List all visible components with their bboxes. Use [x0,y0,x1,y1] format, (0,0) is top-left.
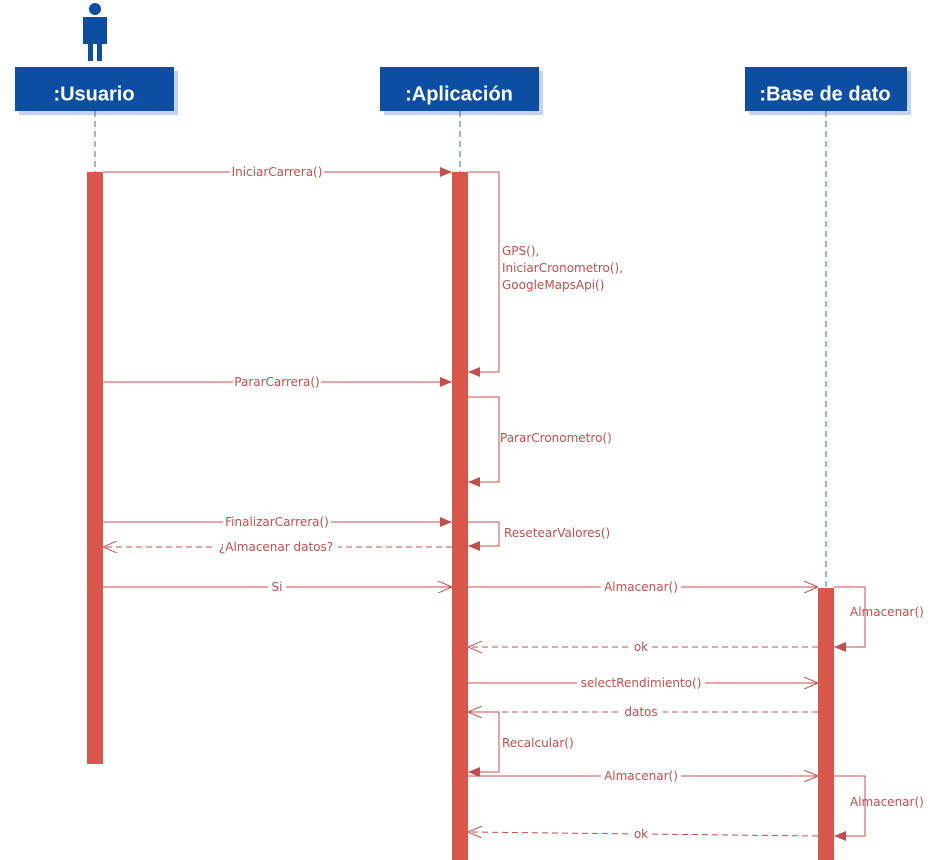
activation-aplicacion [452,172,468,860]
message-label: Almacenar() [604,580,678,594]
message-label: ResetearValores() [504,526,610,540]
activation-base-de-dato [818,588,834,860]
message-label: ok [634,640,648,654]
self-message-arrow [468,521,500,551]
self-message-arrow [468,396,500,487]
lifeline-label-usuario: :Usuario [53,83,134,105]
message-label: FinalizarCarrera() [225,515,329,529]
message-label: GoogleMapsApi() [502,278,604,292]
message-label: Almacenar() [850,795,924,809]
self-message-arrow [834,775,866,841]
message-label: ok [634,827,648,841]
lifeline-header-base-de-dato: :Base de dato [745,67,911,115]
message-label: selectRendimiento() [581,676,702,690]
message-label: datos [624,705,657,719]
message-label: Almacenar() [850,605,924,619]
lifeline-label-base-de-dato: :Base de dato [759,83,890,105]
self-message-arrow [468,711,500,777]
message-label: GPS(), [502,244,539,258]
message-label: Si [272,580,283,594]
message-label: ¿Almacenar datos? [219,540,333,554]
message-label: PararCronometro() [500,431,612,445]
activation-usuario [87,172,103,764]
message-label: Recalcular() [502,736,574,750]
lifeline-label-aplicacion: :Aplicación [405,83,513,105]
message-label: IniciarCarrera() [232,165,323,179]
self-message-arrow [834,586,866,652]
message-label: Almacenar() [604,769,678,783]
person-icon [83,3,107,61]
message-label: PararCarrera() [234,375,319,389]
message-label: IniciarCronometro(), [502,261,623,275]
self-message-arrow [468,171,500,377]
lifeline-header-aplicacion: :Aplicación [380,67,543,115]
lifeline-header-usuario: :Usuario [15,67,178,115]
